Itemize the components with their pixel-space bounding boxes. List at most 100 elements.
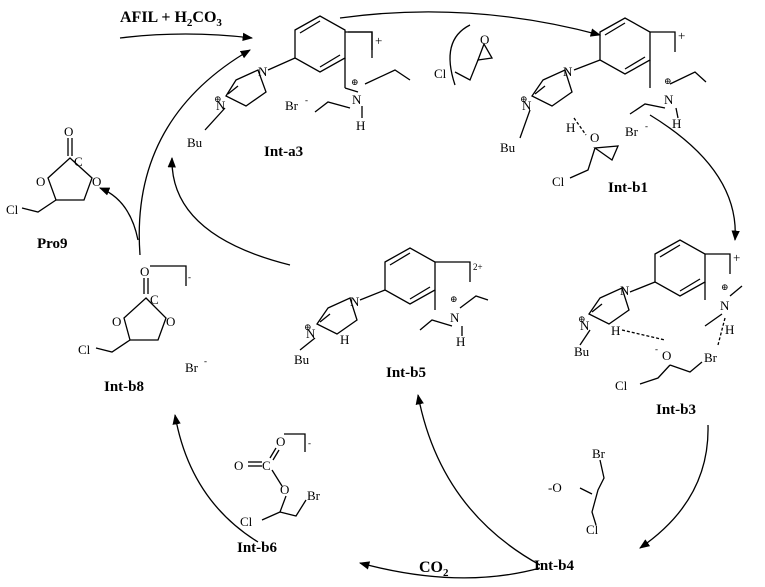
atom-N: N [620, 283, 630, 298]
atom-O: O [140, 264, 149, 279]
atom-N: N [306, 326, 316, 341]
charge-plus: ⊕ [351, 77, 359, 87]
atom-C: C [74, 154, 83, 169]
atom-N: N [258, 64, 268, 79]
atom-H: H [672, 116, 681, 131]
charge-minus: - [305, 95, 308, 105]
charge-2plus: 2+ [473, 262, 483, 272]
label-int-b8: Int-b8 [104, 379, 144, 395]
arrow-b1-to-b3 [649, 114, 740, 242]
charge-plus: + [733, 250, 740, 265]
atom-N: N [664, 92, 674, 107]
atom-Br: Br [307, 488, 321, 503]
atom-N: N [720, 298, 730, 313]
arrow-b4-to-b6 [358, 561, 541, 579]
label-int-b6: Int-b6 [237, 540, 278, 556]
atom-Cl: Cl [78, 342, 91, 357]
atom-C: C [150, 292, 159, 307]
arrow-b8-to-a3 [138, 49, 251, 256]
atom-O: O [166, 314, 175, 329]
bromide-anion: Br [185, 360, 199, 375]
arrow-b3-to-b4 [639, 424, 709, 549]
atom-H: H [456, 334, 465, 349]
arrow-b4-to-b5 [415, 393, 541, 566]
int-b1-structure [519, 17, 707, 179]
atom-Cl: Cl [240, 514, 253, 529]
charge-plus: ⊕ [304, 322, 312, 332]
epichlorohydrin-reagent [454, 42, 494, 81]
svg-text:AFIL + H2CO3: AFIL + H2CO3 [120, 9, 222, 29]
atom-C: C [262, 458, 271, 473]
atom-O: O [280, 482, 289, 497]
int-b5-structure [299, 247, 489, 351]
epoxide-feed-arc [449, 24, 471, 86]
charge-plus: ⊕ [664, 76, 672, 86]
atom-O: O [234, 458, 243, 473]
label-int-b1: Int-b1 [608, 180, 648, 196]
charge-plus: ⊕ [520, 94, 528, 104]
charge-minus: - [204, 356, 207, 366]
bromide-anion: Br [285, 98, 299, 113]
atom-O: O [662, 348, 671, 363]
atom-Bu: Bu [574, 344, 590, 359]
charge-plus: ⊕ [214, 94, 222, 104]
atom-Cl: Cl [552, 174, 565, 189]
arrow-a3-to-b1 [339, 11, 602, 37]
atom-Bu: Bu [294, 352, 310, 367]
label-int-b5: Int-b5 [386, 365, 426, 381]
atom-Cl: Cl [586, 522, 599, 537]
charge-plus: + [375, 33, 382, 48]
atom-H: H [356, 118, 365, 133]
int-b4-structure [579, 459, 605, 526]
atom-O: O [112, 314, 121, 329]
arrow-b5-to-a3 [167, 156, 291, 266]
int-b6-structure [248, 433, 307, 521]
atom-H: H [611, 323, 620, 338]
reagent-arrow [119, 32, 254, 42]
label-int-a3: Int-a3 [264, 144, 303, 160]
charge-minus: - [655, 344, 658, 354]
atom-Cl: Cl [615, 378, 628, 393]
atom-O: O [64, 124, 73, 139]
charge-plus: + [678, 28, 685, 43]
atom-H: H [725, 322, 734, 337]
label-pro9: Pro9 [37, 236, 68, 252]
arrow-b6-to-b8 [172, 413, 259, 543]
charge-minus: - [645, 121, 648, 131]
pro9-structure [21, 138, 93, 213]
atom-N: N [522, 98, 532, 113]
atom-N: N [216, 98, 226, 113]
co2-label: CO2 [419, 559, 449, 579]
atom-O: O [92, 174, 101, 189]
atom-O: O [480, 32, 489, 47]
atom-N: N [352, 92, 362, 107]
alkoxide-O: -O [548, 480, 562, 495]
atom-Cl: Cl [434, 66, 447, 81]
atom-Br: Br [592, 446, 606, 461]
atom-Cl: Cl [6, 202, 19, 217]
charge-minus: - [308, 438, 311, 448]
atom-N: N [350, 294, 360, 309]
atom-H: H [340, 332, 349, 347]
charge-minus: - [188, 272, 191, 282]
atom-Br: Br [704, 350, 718, 365]
bracket [345, 31, 373, 50]
atom-O: O [590, 130, 599, 145]
atom-H: H [566, 120, 575, 135]
atom-O: O [36, 174, 45, 189]
atom-Bu: Bu [500, 140, 516, 155]
bromide-anion: Br [625, 124, 639, 139]
charge-plus: ⊕ [721, 282, 729, 292]
atom-N: N [450, 310, 460, 325]
atom-O: O [276, 434, 285, 449]
charge-plus: ⊕ [578, 314, 586, 324]
reagent-label: AFIL + H2CO3 [120, 9, 222, 29]
label-int-b4: Int-b4 [534, 558, 575, 574]
atom-N: N [563, 64, 573, 79]
label-int-b3: Int-b3 [656, 402, 696, 418]
atom-N: N [580, 318, 590, 333]
int-b3-structure [579, 239, 743, 385]
charge-plus: ⊕ [450, 294, 458, 304]
int-b8-structure [95, 265, 187, 353]
